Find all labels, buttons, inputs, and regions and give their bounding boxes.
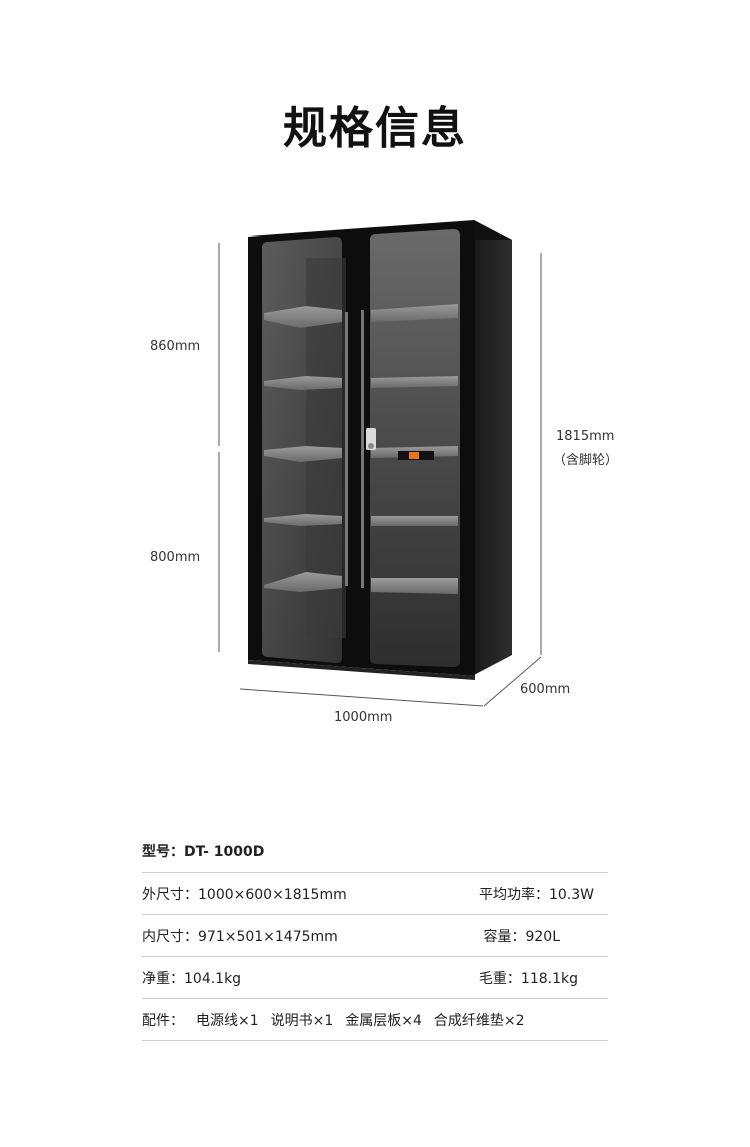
- divider: [142, 998, 608, 999]
- left-shelves: [264, 306, 342, 592]
- spec-row-model: 型号：DT- 1000D: [142, 830, 608, 872]
- capacity-value: 920L: [525, 929, 560, 945]
- divider: [142, 956, 608, 957]
- accessory-item: 说明书×1: [270, 1013, 334, 1029]
- capacity-label: 容量：: [483, 929, 526, 945]
- cabinet-base: [248, 660, 475, 680]
- right-shelves: [371, 304, 458, 594]
- cabinet-illustration: [218, 220, 542, 707]
- right-door-handle: [361, 310, 364, 588]
- inner-size-label: 内尺寸：: [142, 929, 198, 945]
- lower-height-label: 800mm: [150, 550, 201, 565]
- accessory-item: 电源线×1: [196, 1013, 259, 1029]
- net-weight-label: 净重：: [142, 971, 184, 987]
- depth-line: [483, 656, 542, 707]
- cabinet-side: [474, 220, 512, 675]
- total-height-note: （含脚轮）: [553, 453, 619, 468]
- model-label: 型号：: [142, 844, 184, 860]
- divider: [142, 872, 608, 873]
- spec-row-outer-size: 外尺寸：1000×600×1815mm 平均功率：10.3W: [142, 873, 608, 915]
- divider: [142, 1040, 608, 1041]
- page-title: 规格信息: [283, 103, 467, 154]
- accessories-label: 配件：: [142, 1013, 184, 1029]
- width-label: 1000mm: [334, 710, 393, 725]
- width-line: [239, 688, 484, 707]
- total-height-label: 1815mm: [556, 429, 615, 444]
- left-door-handle: [345, 312, 348, 586]
- outer-size-label: 外尺寸：: [142, 887, 198, 903]
- spec-row-weight: 净重：104.1kg 毛重：118.1kg: [142, 957, 608, 999]
- inner-size-value: 971×501×1475mm: [198, 929, 338, 945]
- accessory-item: 合成纤维垫×2: [433, 1013, 525, 1029]
- net-weight-value: 104.1kg: [184, 971, 242, 987]
- gross-weight-value: 118.1kg: [520, 971, 578, 987]
- model-value: DT- 1000D: [184, 844, 265, 860]
- spec-row-accessories: 配件： 电源线×1 说明书×1 金属层板×4 合成纤维垫×2: [142, 999, 608, 1041]
- spec-row-inner-size: 内尺寸：971×501×1475mm 容量：920L: [142, 915, 608, 957]
- power-label: 平均功率：: [478, 887, 549, 903]
- spec-table: 型号：DT- 1000D 外尺寸：1000×600×1815mm 平均功率：10…: [142, 830, 608, 1050]
- power-value: 10.3W: [548, 887, 594, 903]
- upper-height-label: 860mm: [150, 339, 201, 354]
- accessory-item: 金属层板×4: [345, 1013, 422, 1029]
- gross-weight-label: 毛重：: [478, 971, 521, 987]
- divider: [142, 914, 608, 915]
- outer-size-value: 1000×600×1815mm: [198, 887, 347, 903]
- depth-label: 600mm: [520, 682, 571, 697]
